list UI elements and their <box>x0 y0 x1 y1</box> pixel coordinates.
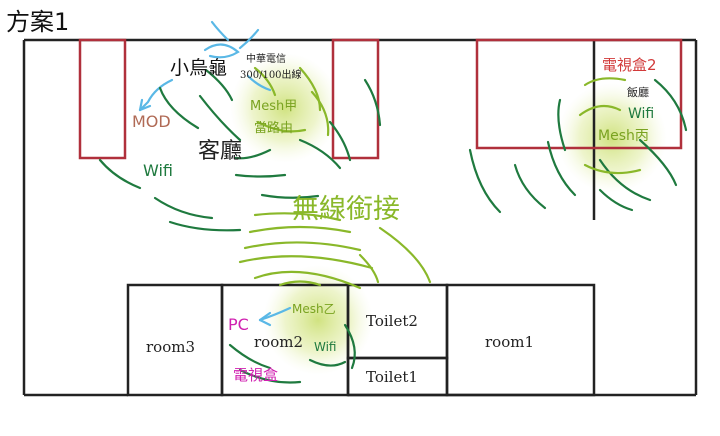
tv-box-2-label: 電視盒2 <box>602 56 657 74</box>
wifi-right-label: Wifi <box>628 106 654 122</box>
cables <box>138 20 292 327</box>
wifi-arcs <box>98 68 688 384</box>
toilet2-label: Toilet2 <box>366 312 418 330</box>
mesh-b-label: Mesh乙 <box>292 302 336 316</box>
tv-box-label: 電視盒 <box>233 366 278 384</box>
inner-walls <box>126 40 596 397</box>
mod-label: MOD <box>132 112 171 131</box>
modem-label: 小烏龜 <box>170 57 227 79</box>
pc-label: PC <box>228 315 249 334</box>
mesh-a-glow <box>230 53 340 163</box>
mesh-c-label: Mesh丙 <box>598 128 649 144</box>
room3-label: room3 <box>146 338 195 356</box>
restaurant-label: 飯廳 <box>627 85 649 99</box>
left-cabinet <box>78 38 127 160</box>
mesh-a-label-line1: Mesh甲 <box>250 99 297 114</box>
link-arcs <box>238 66 642 290</box>
toilet1-label: Toilet1 <box>366 368 418 386</box>
furniture <box>78 38 683 160</box>
room2-label: room2 <box>254 333 303 351</box>
wifi-living-label: Wifi <box>143 161 173 180</box>
isp-label-line1: 中華電信 <box>246 52 286 65</box>
room1-label: room1 <box>485 333 534 351</box>
mesh-b-glow <box>263 265 373 375</box>
cable-modem-loop <box>203 43 240 59</box>
living-room-label: 客廳 <box>198 139 242 164</box>
wifi-room2-label: Wifi <box>314 340 337 354</box>
cable-to-mod <box>138 78 174 112</box>
room1-outline <box>445 283 596 397</box>
page-title: 方案1 <box>6 8 69 36</box>
isp-label-line2: 300/100出線 <box>240 68 302 81</box>
middle-cabinet <box>331 38 380 160</box>
wireless-link-label: 無線銜接 <box>292 194 400 225</box>
top-right-cabinet <box>475 38 683 150</box>
mesh-a-label-line2: 當路由 <box>254 120 293 136</box>
